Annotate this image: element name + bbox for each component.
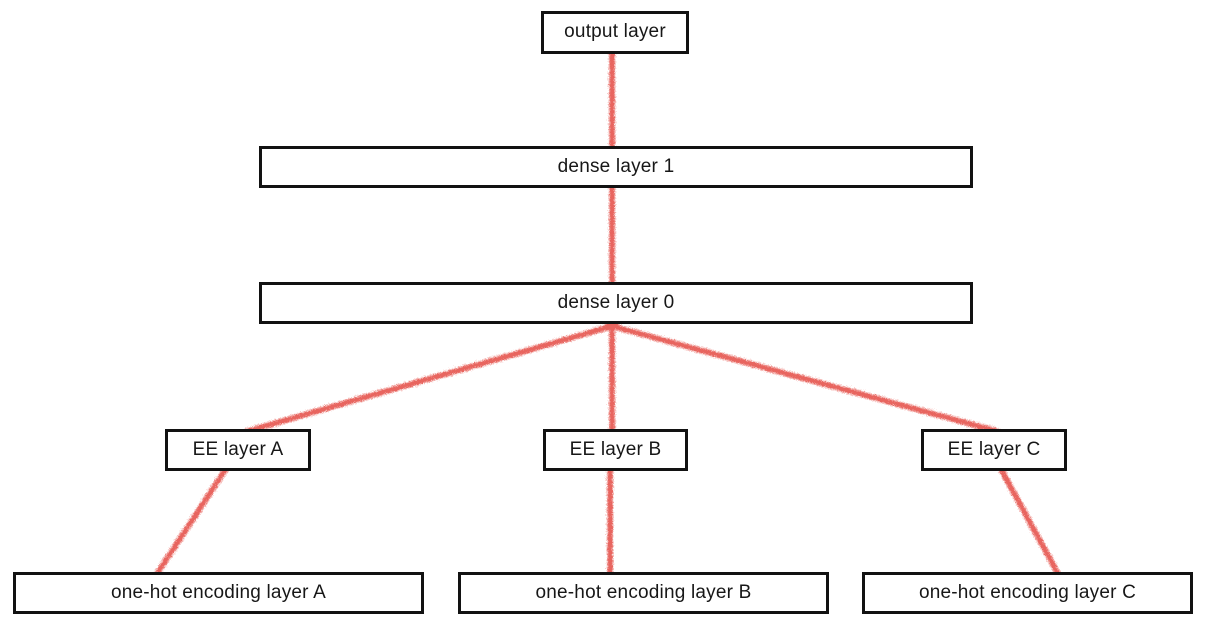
node-ee-layer-a: EE layer A [165,429,311,471]
edge-dense-layer-0-to-ee-layer-c [604,321,999,433]
node-label: EE layer B [569,438,662,460]
node-label: output layer [564,21,666,42]
node-label: EE layer A [192,438,284,460]
edge-ee-layer-c-to-one-hot-encoding-layer-c [997,466,1061,577]
node-label: dense layer 0 [557,291,675,313]
node-ee-layer-c: EE layer C [921,429,1067,471]
node-label: one-hot encoding layer A [110,581,326,603]
node-output-layer: output layer [541,11,689,54]
edge-ee-layer-a-to-one-hot-encoding-layer-a [152,466,227,577]
node-one-hot-encoding-layer-b: one-hot encoding layer B [458,572,829,614]
edge-dense-layer-0-to-ee-layer-a [243,321,618,433]
node-label: EE layer C [947,438,1041,460]
node-dense-layer-0: dense layer 0 [259,282,973,324]
node-label: one-hot encoding layer C [918,581,1137,603]
node-dense-layer-1: dense layer 1 [259,146,973,188]
node-one-hot-encoding-layer-a: one-hot encoding layer A [13,572,424,614]
node-one-hot-encoding-layer-c: one-hot encoding layer C [862,572,1193,614]
node-ee-layer-b: EE layer B [543,429,688,471]
node-label: dense layer 1 [557,155,675,177]
node-label: one-hot encoding layer B [535,581,752,603]
